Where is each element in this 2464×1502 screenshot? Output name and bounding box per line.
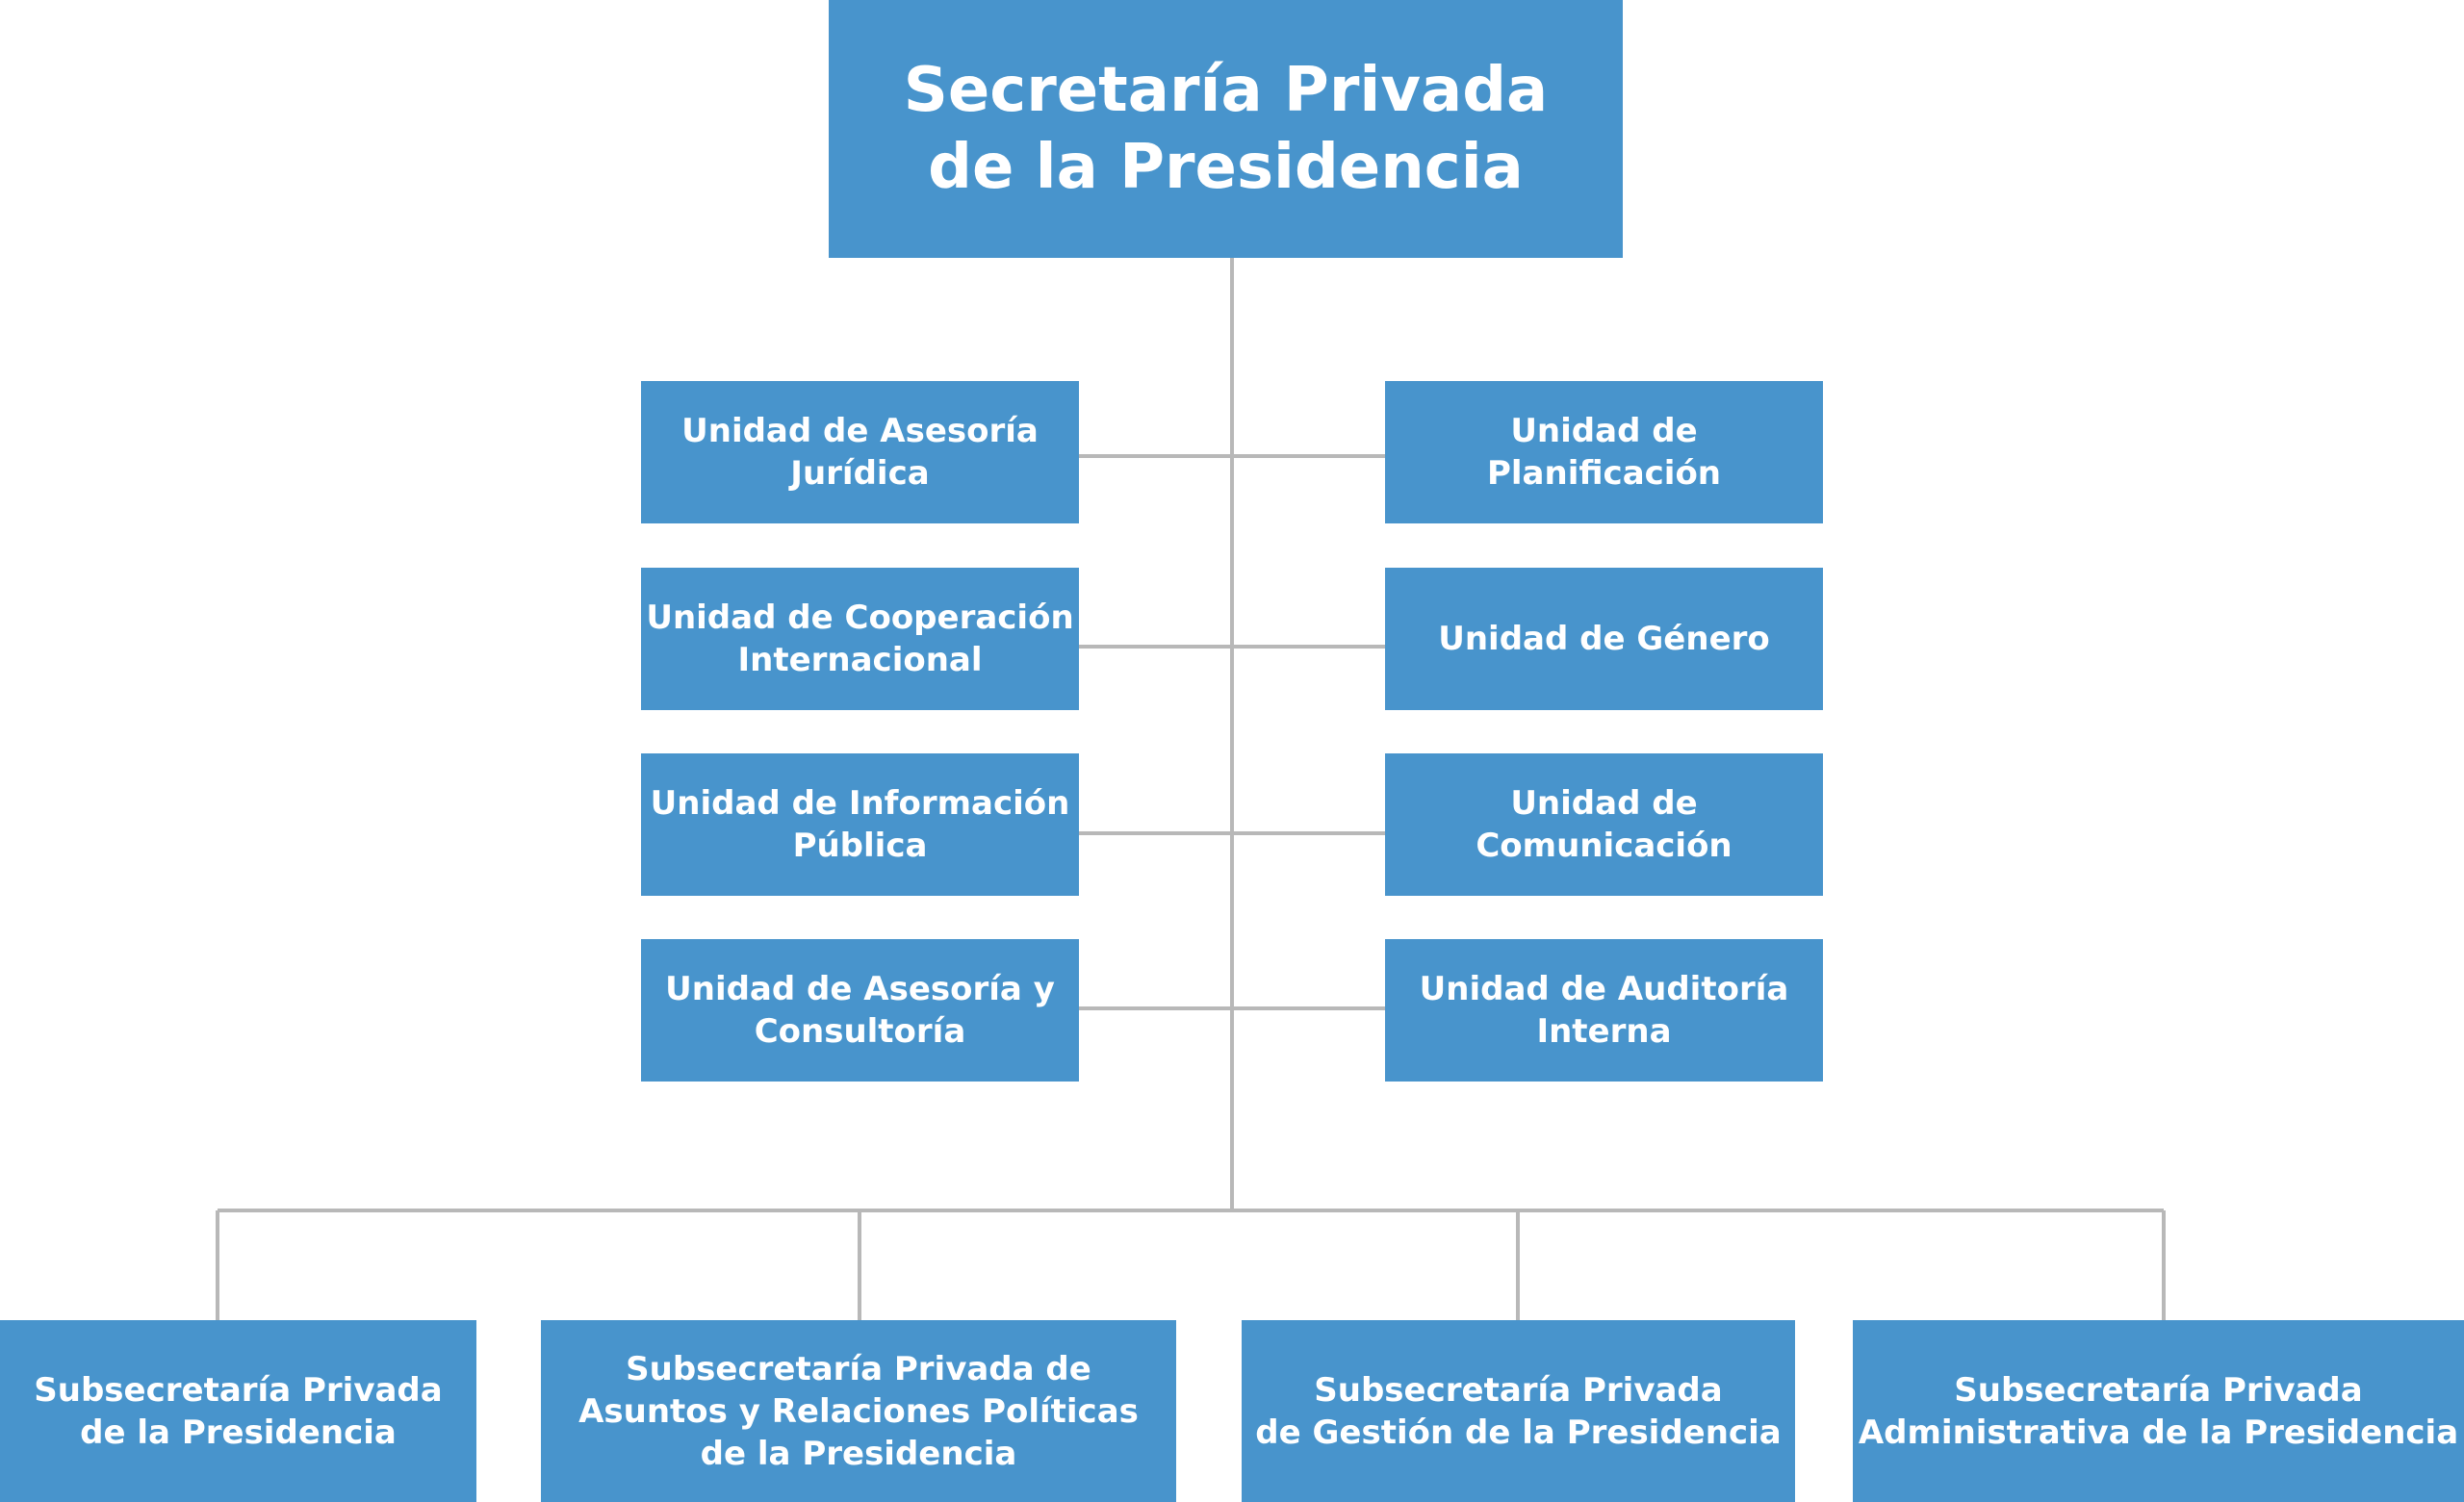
unit-label: Unidad de Género xyxy=(1438,620,1770,658)
unit-auditoria-interna: Unidad de Auditoría Interna xyxy=(1385,939,1823,1082)
root-node-secretaria: Secretaría Privada de la Presidencia xyxy=(829,0,1623,258)
subsecretaria-asuntos-relaciones-politicas: Subsecretaría Privada de Asuntos y Relac… xyxy=(541,1320,1176,1502)
unit-label: Unidad de Planificación xyxy=(1486,412,1722,493)
subsecretaria-administrativa: Subsecretaría Privada Administrativa de … xyxy=(1853,1320,2464,1502)
subsecretaria-gestion: Subsecretaría Privada de Gestión de la P… xyxy=(1242,1320,1795,1502)
unit-asesoria-juridica: Unidad de Asesoría Jurídica xyxy=(641,381,1079,523)
unit-label: Unidad de Auditoría Interna xyxy=(1419,970,1789,1051)
unit-label: Unidad de Cooperación Internacional xyxy=(646,598,1074,679)
unit-label: Unidad de Comunicación xyxy=(1476,784,1732,865)
unit-planificacion: Unidad de Planificación xyxy=(1385,381,1823,523)
unit-comunicacion: Unidad de Comunicación xyxy=(1385,753,1823,896)
subsecretaria-presidencia: Subsecretaría Privada de la Presidencia xyxy=(0,1320,476,1502)
unit-genero: Unidad de Género xyxy=(1385,568,1823,710)
unit-informacion-publica: Unidad de Información Pública xyxy=(641,753,1079,896)
unit-cooperacion-internacional: Unidad de Cooperación Internacional xyxy=(641,568,1079,710)
unit-label: Unidad de Asesoría Jurídica xyxy=(681,412,1039,493)
subsecretaria-label: Subsecretaría Privada Administrativa de … xyxy=(1858,1370,2459,1452)
subsecretaria-label: Subsecretaría Privada de Gestión de la P… xyxy=(1255,1370,1782,1452)
unit-label: Unidad de Asesoría y Consultoría xyxy=(665,970,1055,1051)
subsecretaria-label: Subsecretaría Privada de Asuntos y Relac… xyxy=(578,1349,1139,1473)
root-node-label: Secretaría Privada de la Presidencia xyxy=(903,55,1549,203)
subsecretaria-label: Subsecretaría Privada de la Presidencia xyxy=(34,1370,443,1452)
unit-asesoria-consultoria: Unidad de Asesoría y Consultoría xyxy=(641,939,1079,1082)
unit-label: Unidad de Información Pública xyxy=(650,784,1070,865)
